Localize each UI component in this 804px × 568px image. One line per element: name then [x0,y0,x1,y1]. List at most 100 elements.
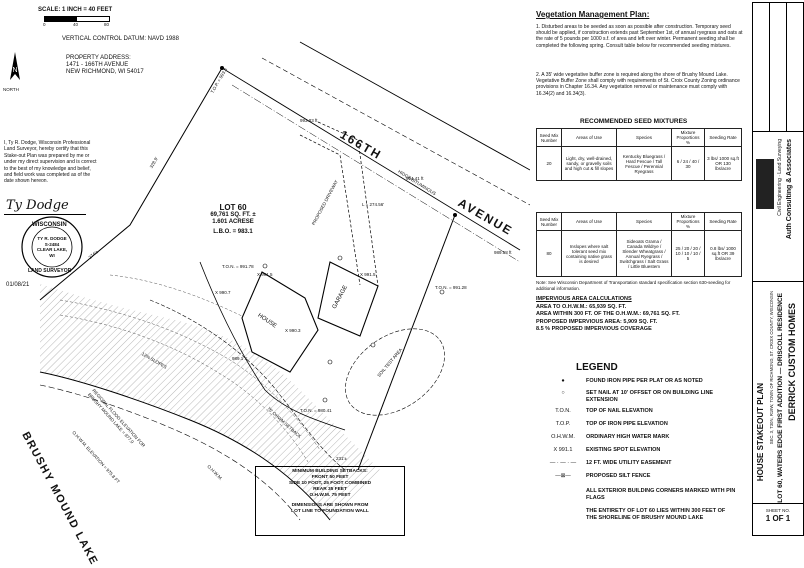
spot-3: X 990.3 [285,328,301,333]
legend-symbol: ● [561,378,565,384]
lot-acres: 1.601 ACRESE [212,219,254,225]
scale-tick-0: 0 [43,22,46,27]
legend-text: 12 FT. WIDE UTILITY EASEMENT [586,460,672,466]
lot-area: 69,761 SQ. FT. ± [210,212,256,218]
seed-header: Mixture Proportions % [671,212,705,231]
seed-header: Mixture Proportions % [671,128,705,147]
sign-date: 01/08/21 [6,282,30,288]
lot-title: LOT 60 [219,203,247,212]
ton-label-3: T.O.N. = 980.41 [300,408,332,413]
scale-tick-40: 40 [73,22,79,27]
title-block: Auth Consulting & Associates Civil Engin… [752,2,804,536]
vegetation-item-2: 2. A 35' wide vegetative buffer zone is … [536,72,740,97]
property-address: PROPERTY ADDRESS: 1471 - 166TH AVENUE NE… [66,55,144,76]
north-arrow-icon: N [10,52,20,80]
seed-note: Note: See Wisconsin Department of Transp… [536,280,731,291]
impervious-calcs: IMPERVIOUS AREA CALCULATIONS AREA TO O.H… [536,296,680,333]
lake-shore-hatching [40,284,380,520]
legend-text: ORDINARY HIGH WATER MARK [586,434,670,440]
legend-symbol: ○ [561,390,565,396]
shoreline [39,371,331,521]
spot-2: X 991.5 [257,272,273,277]
scale-bar [44,16,110,22]
project-location: SEC. 3, T30N, R19W, TOWN OF RICHMOND, ST… [769,291,774,445]
seed-mix-number: 80 [536,230,562,277]
seed-header: Species [616,212,672,231]
lot-boundary [39,67,223,301]
legend-text: TOP OF NAIL ELEVATION [586,408,653,414]
dim-4: L = 274.56' [362,202,385,207]
seed-title: RECOMMENDED SEED MIXTURES [580,118,688,125]
address-line2: NEW RICHMOND, WI 54017 [66,69,144,75]
legend: ● FOUND IRON PIPE PER PLAT OR AS NOTED ○… [548,378,748,534]
legend-text: EXISTING SPOT ELEVATION [586,447,661,453]
legend-item: THE ENTIRETY OF LOT 60 LIES WITHIN 300 F… [548,508,748,521]
surveyor-seal-icon [21,216,83,278]
bearing-2: 994.41 ft [406,176,424,181]
legend-symbol: —⊠— [555,473,571,479]
firm-logo-icon [756,159,774,209]
client-name: DERRICK CUSTOM HOMES [787,303,797,421]
setbacks-box: MINIMUM BUILDING SETBACKS: FRONT 50 FEET… [255,466,405,536]
legend-item: — · — · — 12 FT. WIDE UTILITY EASEMENT [548,460,748,473]
legend-text: TOP OF IRON PIPE ELEVATION [586,421,668,427]
soil-test-area [345,328,445,416]
seed-header: Seeding Rate [704,128,742,147]
signature-line [4,214,86,215]
seed-header: Seed Mix Number [536,128,562,147]
seed-table-2: Seed Mix Number Areas of Use Species Mix… [536,212,742,277]
silt-fence [199,261,346,431]
legend-symbol: X 991.1 [553,447,573,453]
legend-item: ALL EXTERIOR BUILDING CORNERS MARKED WIT… [548,488,748,501]
ton-label-2: T.O.N. = 991.28 [435,285,467,290]
firm-subtitle: Civil Engineering · Land Surveying [777,139,783,216]
legend-symbol: — · — · — [549,460,577,466]
legend-title: LEGEND [576,362,618,373]
seed-species: Kentucky Bluegrass / Hard Fescue / Tall … [616,146,672,181]
project-name: LOT 60, WATERS EDGE FIRST ADDITION — DRI… [777,293,784,503]
seed-header: Species [616,128,672,147]
legend-item: T.O.P. TOP OF IRON PIPE ELEVATION [548,421,748,434]
road-edge-1 [221,67,521,251]
legend-symbol: O.H.W.M. [551,434,575,440]
seed-species: Sideoats Grama / Canada Wildrye / Slende… [616,230,672,277]
seed-header: Seeding Rate [704,212,742,231]
lbo-label: L.B.O. = 983.1 [213,229,253,235]
plan-title: HOUSE STAKEOUT PLAN [756,383,765,482]
driveway [317,121,379,287]
legend-text: THE ENTIRETY OF LOT 60 LIES WITHIN 300 F… [586,508,726,521]
lot-line-east [357,214,456,471]
legend-item: T.O.N. TOP OF NAIL ELEVATION [548,408,748,421]
seed-area-of-use: Inslopes where salt tolerant seed mix co… [561,230,617,277]
legend-text: SET NAIL AT 10' OFFSET OR ON BUILDING LI… [586,390,714,403]
legend-text: ALL EXTERIOR BUILDING CORNERS MARKED WIT… [586,488,736,501]
seal-top: WISCONSIN [32,222,67,228]
datum-label: VERTICAL CONTROL DATUM: NAVD 1988 [62,36,179,42]
legend-symbol: T.O.P. [555,421,571,427]
legend-item: —⊠— PROPOSED SILT FENCE [548,473,748,486]
site-plan [39,41,530,521]
seed-header: Seed Mix Number [536,212,562,231]
legend-item: ○ SET NAIL AT 10' OFFSET OR ON BUILDING … [548,390,748,403]
seed-rate: 0.8 lbs/ 1000 sq.ft OR 39 lbs/acre [704,230,742,277]
scale-tick-80: 80 [104,22,110,27]
seal-bottom: LAND SURVEYOR [28,268,72,274]
bearing-1: 993.83 ft [300,118,318,123]
road-edge-3 [299,41,530,171]
spot-4: X 991.5 [360,272,376,277]
legend-item: ● FOUND IRON PIPE PER PLAT OR AS NOTED [548,378,748,391]
road-edge-2 [261,57,530,206]
ohwm-setback-line [149,299,346,471]
sheet-number: 1 OF 1 [765,513,791,523]
seed-area-of-use: Light, dry, well-drained, sandy, or grav… [561,146,617,181]
spot-5: 989.1 X [232,356,248,361]
svg-text:N: N [12,67,17,74]
spot-1: X 990.7 [215,290,231,295]
legend-text: FOUND IRON PIPE PER PLAT OR AS NOTED [586,378,703,384]
dim-3: 231'± [336,456,347,461]
seed-rate: 3 lbs/ 1000 sq.ft OR 130 lbs/acre [704,146,742,181]
seed-table-1: Seed Mix Number Areas of Use Species Mix… [536,128,742,181]
house-footprint [241,271,319,373]
utility-easement [231,84,521,263]
bearing-3: 989.58 ft [494,250,512,255]
